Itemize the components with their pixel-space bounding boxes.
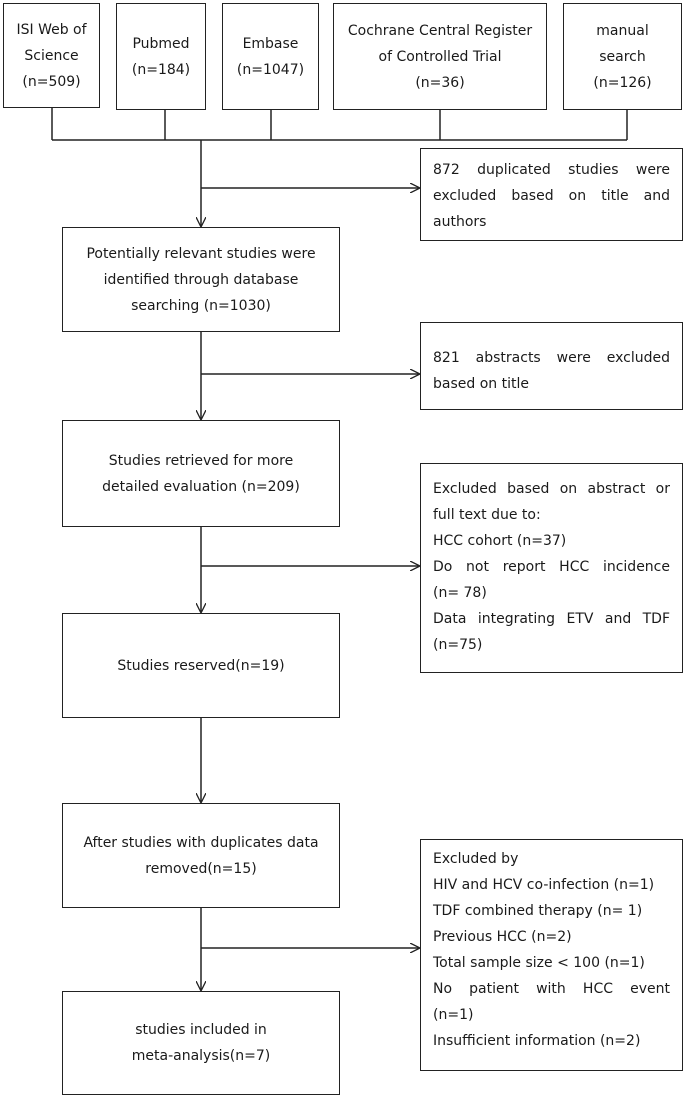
exclusion-item: Data integrating ETV and TDF <box>433 611 670 627</box>
box-line: identified through database <box>103 271 299 288</box>
retrieved-studies-box: Studies retrieved for more detailed eval… <box>62 420 340 527</box>
final-excluded-box: Excluded by HIV and HCV co-infection (n=… <box>420 839 683 1071</box>
exclusion-item: Previous HCC (n=2) <box>433 929 572 945</box>
source-manual-search: manual search (n=126) <box>563 3 682 110</box>
box-line: Excluded based on abstract or <box>433 481 670 497</box>
box-line: Studies reserved(n=19) <box>117 657 285 674</box>
source-embase: Embase (n=1047) <box>222 3 319 110</box>
box-line: 872 duplicated studies were <box>433 162 670 178</box>
box-line: removed(n=15) <box>145 860 257 877</box>
box-line: Potentially relevant studies were <box>86 245 316 262</box>
duplicates-excluded-box: 872 duplicated studies were excluded bas… <box>420 148 683 241</box>
source-count: (n=126) <box>593 74 652 91</box>
exclusion-item: HCC cohort (n=37) <box>433 533 567 549</box>
source-name: Pubmed <box>132 35 190 52</box>
box-line: full text due to: <box>433 507 541 523</box>
source-count: (n=36) <box>415 74 465 91</box>
source-pubmed: Pubmed (n=184) <box>116 3 206 110</box>
source-count: (n=184) <box>131 61 191 78</box>
after-duplicates-box: After studies with duplicates data remov… <box>62 803 340 908</box>
exclusion-item: (n=1) <box>433 1007 474 1023</box>
source-name: Cochrane Central Register of Controlled … <box>347 22 533 65</box>
source-cochrane: Cochrane Central Register of Controlled … <box>333 3 547 110</box>
included-studies-box: studies included in meta-analysis(n=7) <box>62 991 340 1095</box>
exclusion-item: (n= 78) <box>433 585 487 601</box>
source-name: Embase <box>242 35 299 52</box>
box-line: Studies retrieved for more <box>108 452 294 469</box>
box-line: detailed evaluation (n=209) <box>102 478 300 495</box>
box-line: 821 abstracts were excluded <box>433 350 670 366</box>
exclusion-item: TDF combined therapy (n= 1) <box>433 903 643 919</box>
fulltext-excluded-box: Excluded based on abstract or full text … <box>420 463 683 673</box>
box-line: excluded based on title and <box>433 188 670 204</box>
box-line: Excluded by <box>433 851 519 867</box>
box-line: studies included in <box>135 1022 267 1038</box>
source-name: ISI Web of Science <box>16 21 87 64</box>
identified-studies-box: Potentially relevant studies were identi… <box>62 227 340 332</box>
source-isi-web-of-science: ISI Web of Science (n=509) <box>3 3 100 108</box>
exclusion-item: Do not report HCC incidence <box>433 559 670 575</box>
exclusion-item: Total sample size < 100 (n=1) <box>433 955 645 971</box>
exclusion-item: (n=75) <box>433 637 483 653</box>
abstracts-excluded-box: 821 abstracts were excluded based on tit… <box>420 322 683 410</box>
reserved-studies-box: Studies reserved(n=19) <box>62 613 340 718</box>
box-line: searching (n=1030) <box>131 297 271 314</box>
exclusion-item: Insufficient information (n=2) <box>433 1033 641 1049</box>
source-count: (n=1047) <box>236 61 305 78</box>
exclusion-item: No patient with HCC event <box>433 981 670 997</box>
box-line: based on title <box>433 376 529 392</box>
source-count: (n=509) <box>22 73 81 90</box>
box-line: authors <box>433 214 487 230</box>
box-line: meta-analysis(n=7) <box>131 1048 271 1064</box>
exclusion-item: HIV and HCV co-infection (n=1) <box>433 877 655 893</box>
source-name: manual search <box>596 22 649 65</box>
box-line: After studies with duplicates data <box>83 834 319 851</box>
